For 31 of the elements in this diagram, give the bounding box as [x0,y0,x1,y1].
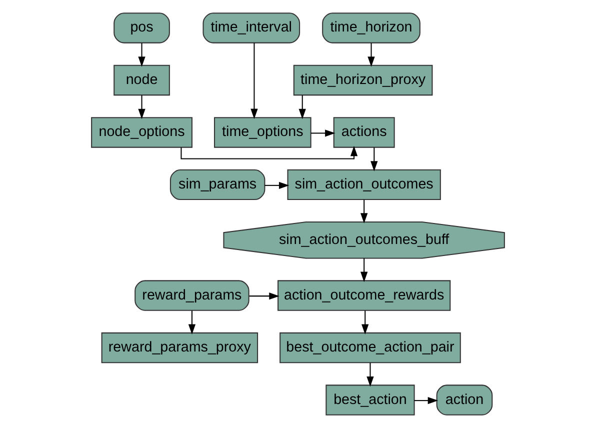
node-box: node [113,64,170,96]
arrow [264,181,289,189]
arrow [188,310,196,334]
arrow [250,42,258,119]
node-box: time_horizon [322,12,420,43]
node-box: action_outcome_rewards [277,280,450,310]
arrow [360,258,368,282]
arrow [298,94,306,119]
arrow [248,292,279,300]
arrow [366,362,374,386]
arrow [361,310,368,334]
arrow [414,396,438,404]
node-box: action [436,384,492,415]
node-box: sim_params [169,168,265,200]
node-box: time_interval [202,12,300,43]
node-box: reward_params_proxy [100,332,258,363]
node-box: best_action [325,384,414,415]
node-box: pos [113,12,170,43]
arrow [310,129,335,136]
arrow [138,94,145,119]
node-box: reward_params [134,280,249,310]
arrow [138,42,145,66]
arrow [360,199,368,223]
node-box: node_options [90,116,192,148]
node-box: best_outcome_action_pair [279,332,460,363]
arrow [367,42,374,66]
node-box: actions [332,116,394,148]
node-box: time_horizon_proxy [292,64,432,96]
node-box: sim_action_outcomes [286,168,440,200]
arrow [370,147,378,171]
node-box: time_options [214,116,311,148]
